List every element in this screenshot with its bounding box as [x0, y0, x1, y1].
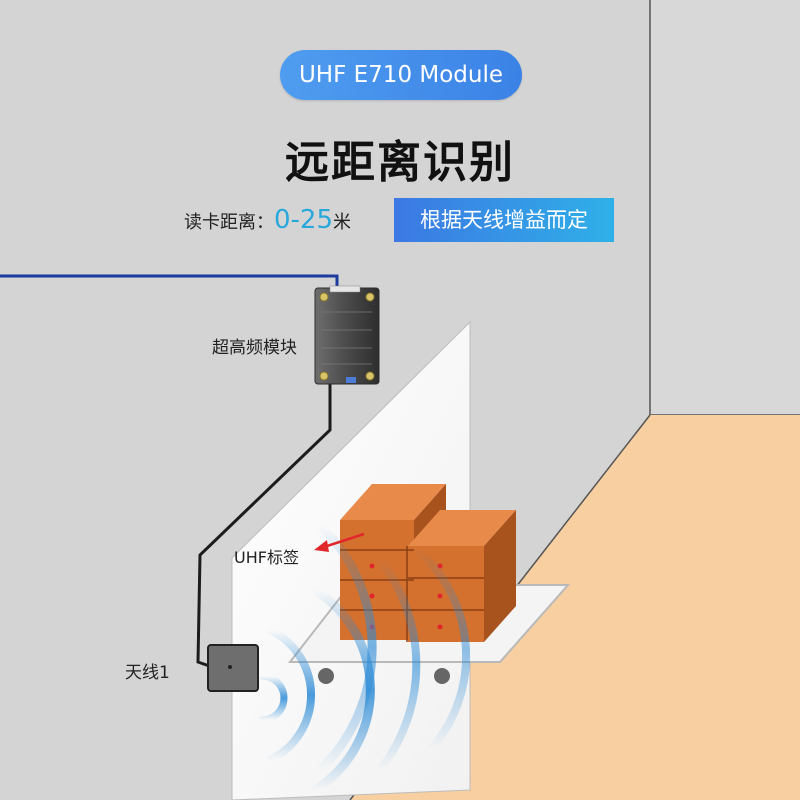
read-range-line: 读卡距离：0-25米 — [184, 200, 351, 240]
tag-dot — [437, 593, 443, 599]
wheel — [318, 668, 334, 684]
module-label: 超高频模块 — [212, 338, 297, 358]
module-name-pill: UHF E710 Module — [280, 50, 522, 100]
cable-top — [0, 274, 339, 290]
page-title: 远距离识别 — [285, 137, 515, 188]
tag-label: UHF标签 — [234, 548, 299, 567]
read-range-unit: 米 — [333, 212, 352, 233]
antenna-label: 天线1 — [125, 663, 170, 683]
antenna-gain-badge: 根据天线增益而定 — [394, 198, 614, 242]
uhf-module — [314, 285, 380, 385]
signal-waves — [258, 520, 471, 795]
tag-dot — [369, 563, 375, 569]
tag-dot — [437, 624, 443, 630]
read-range-value: 0-25 — [274, 205, 334, 235]
tag-pointer-arrow — [314, 532, 365, 552]
cable-antenna — [196, 382, 332, 670]
antenna-1 — [207, 644, 259, 692]
wheel — [434, 668, 450, 684]
read-range-label: 读卡距离： — [184, 212, 274, 233]
tag-dot — [369, 593, 375, 599]
right-wall — [650, 0, 800, 415]
